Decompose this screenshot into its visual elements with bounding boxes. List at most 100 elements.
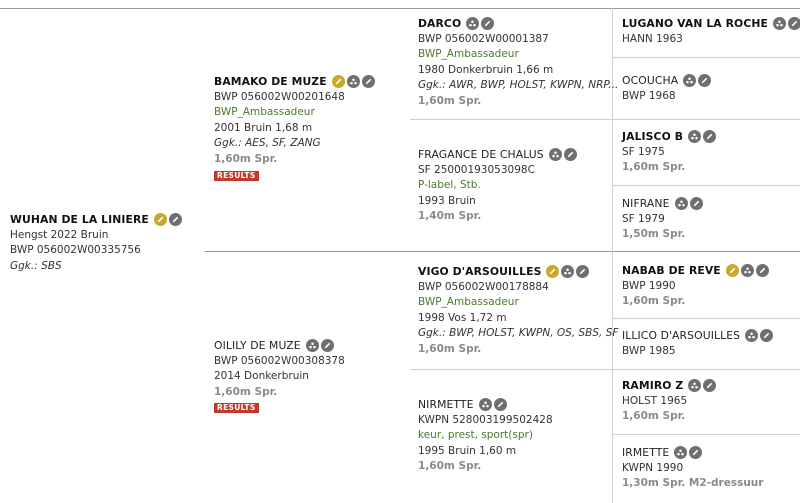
ancestor-name[interactable]: FRAGANCE DE CHALUS [418,148,544,161]
dam-level: 1,60m Spr. [214,385,278,398]
ancestor-name-row[interactable]: VIGO D'ARSOUILLES [418,264,618,280]
ancestor-info-line: SF 1975 [622,145,665,158]
ancestor-name-row[interactable]: NIFRANE [622,196,703,212]
ancestor-name-row[interactable]: NABAB DE REVE [622,263,769,279]
gold-edit-icon[interactable] [331,75,345,89]
edit-icon[interactable] [493,398,507,412]
edit-icon[interactable] [481,17,495,31]
ancestor-name-row[interactable]: IRMETTE [622,445,763,461]
ancestor-icons [688,130,717,144]
edit-icon[interactable] [755,264,769,278]
dam-name[interactable]: OILILY DE MUZE [214,339,301,352]
divider [612,318,800,319]
ancestor-name[interactable]: LUGANO VAN LA ROCHE [622,17,768,30]
ancestor-name-row[interactable]: JALISCO B [622,129,717,145]
ancestor: JALISCO B SF 1975 1,60m Spr. [622,129,717,176]
group-icon[interactable] [674,446,688,460]
ancestor-name[interactable]: VIGO D'ARSOUILLES [418,265,542,278]
dam-details: 2014 Donkerbruin [214,370,309,383]
group-icon[interactable] [466,17,480,31]
group-icon[interactable] [688,130,702,144]
group-icon[interactable] [548,148,562,162]
sire: BAMAKO DE MUZE BWP 056002W00201648 BWP_A… [214,74,375,183]
ancestor-info-line: 1,60m Spr. [418,342,482,355]
ancestor-name[interactable]: DARCO [418,17,462,30]
group-icon[interactable] [346,75,360,89]
ancestor-name[interactable]: OCOUCHA [622,74,679,87]
gold-edit-icon[interactable] [153,213,167,227]
ancestor-icons [546,265,590,279]
edit-icon[interactable] [689,197,703,211]
group-icon[interactable] [674,197,688,211]
group-icon[interactable] [740,264,754,278]
ancestor-name-row[interactable]: DARCO [418,16,618,32]
group-icon[interactable] [305,339,319,353]
edit-icon[interactable] [787,17,800,31]
gold-edit-icon[interactable] [546,265,560,279]
ancestor-name[interactable]: ILLICO D'ARSOUILLES [622,329,741,342]
ancestor-info-line: KWPN 528003199502428 [418,413,553,426]
ancestor-name-row[interactable]: OCOUCHA [622,73,712,89]
ancestor-info-line: P-label, Stb. [418,179,481,192]
results-button[interactable]: RESULTS [214,403,259,414]
sire-ggk: Ggk.: AES, SF, ZANG [214,137,321,150]
ancestor-info-line: 1,60m Spr. [622,161,686,174]
edit-icon[interactable] [703,379,717,393]
edit-icon[interactable] [703,130,717,144]
ancestor-info-line: 1995 Bruin 1,60 m [418,444,517,457]
ancestor-name[interactable]: NABAB DE REVE [622,264,721,277]
edit-icon[interactable] [760,329,774,343]
group-icon[interactable] [478,398,492,412]
ancestor-name-row[interactable]: ILLICO D'ARSOUILLES [622,328,774,344]
dam-reg: BWP 056002W00308378 [214,354,345,367]
sire-name[interactable]: BAMAKO DE MUZE [214,75,327,88]
dam-name-row[interactable]: OILILY DE MUZE [214,338,345,354]
gold-edit-icon[interactable] [725,264,739,278]
ancestor-info-line: BWP 1990 [622,279,676,292]
subject-horse: WUHAN DE LA LINIERE Hengst 2022 Bruin BW… [10,212,182,274]
ancestor-icons [725,264,769,278]
sire-reg: BWP 056002W00201648 [214,90,345,103]
ancestor-info-line: SF 25000193053098C [418,163,535,176]
edit-icon[interactable] [698,74,712,88]
edit-icon[interactable] [168,213,182,227]
edit-icon[interactable] [320,339,334,353]
group-icon[interactable] [561,265,575,279]
divider [612,434,800,435]
sire-name-row[interactable]: BAMAKO DE MUZE [214,74,375,90]
edit-icon[interactable] [689,446,703,460]
group-icon[interactable] [688,379,702,393]
ancestor-name[interactable]: JALISCO B [622,130,684,143]
ancestor-name-row[interactable]: FRAGANCE DE CHALUS [418,147,577,163]
ancestor-info-line: 1,60m Spr. [418,460,482,473]
edit-icon[interactable] [576,265,590,279]
results-button[interactable]: RESULTS [214,170,259,181]
ancestor-info-line: BWP 1985 [622,344,676,357]
ancestor-name[interactable]: RAMIRO Z [622,379,684,392]
edit-icon[interactable] [563,148,577,162]
edit-icon[interactable] [361,75,375,89]
subject-name[interactable]: WUHAN DE LA LINIERE [10,213,149,226]
group-icon[interactable] [683,74,697,88]
ancestor-info-line: BWP 056002W00001387 [418,32,549,45]
ancestor-name[interactable]: IRMETTE [622,446,670,459]
group-icon[interactable] [745,329,759,343]
ancestor-name-row[interactable]: NIRMETTE [418,397,553,413]
ancestor-name-row[interactable]: LUGANO VAN LA ROCHE [622,16,800,32]
ancestor-icons [772,17,800,31]
ancestor-info-line: 1980 Donkerbruin 1,66 m [418,63,554,76]
ancestor-name-row[interactable]: RAMIRO Z [622,378,717,394]
ancestor-info-line: 1,60m Spr. [622,295,686,308]
ancestor-info-line: HANN 1963 [622,32,683,45]
ancestor-name[interactable]: NIRMETTE [418,398,474,411]
group-icon[interactable] [772,17,786,31]
subject-name-row[interactable]: WUHAN DE LA LINIERE [10,212,182,228]
divider [612,185,800,186]
ancestor-name[interactable]: NIFRANE [622,197,670,210]
ancestor: ILLICO D'ARSOUILLES BWP 1985 [622,328,774,359]
